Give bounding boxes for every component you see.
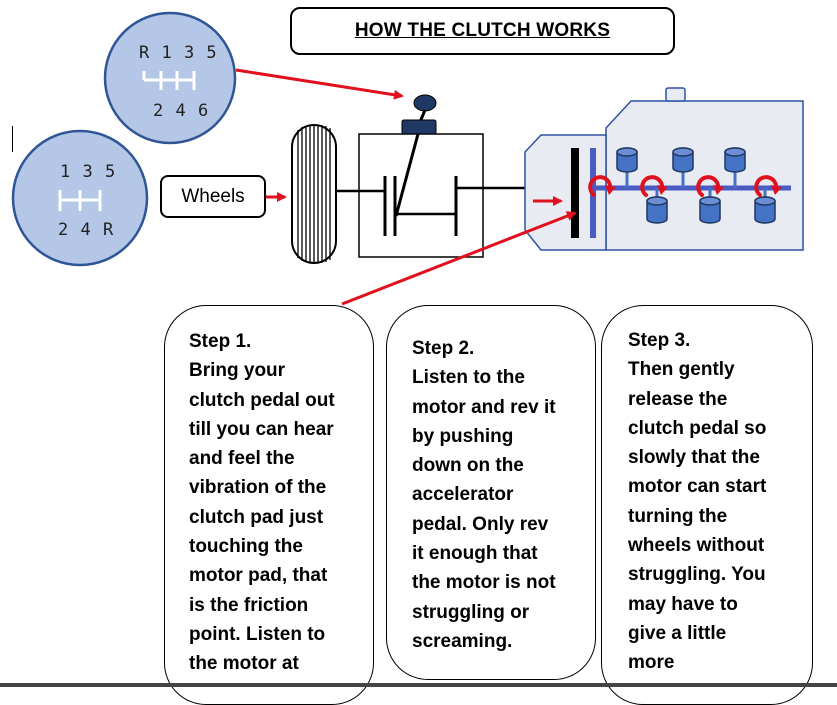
step-2-text: Step 2. Listen to the motor and rev it by p…: [412, 334, 556, 656]
rotation-arrow-icon: [696, 175, 721, 197]
step-3-box: [601, 305, 813, 705]
shift-pattern-icon: [142, 71, 196, 90]
wheels-label-box: Wheels: [160, 175, 266, 218]
arrow-to-gear-stick: [235, 68, 404, 100]
step-line: more: [628, 652, 675, 674]
step-line: motor can start: [628, 476, 767, 498]
step-line: accelerator: [412, 484, 514, 506]
step-line: Bring your: [189, 360, 286, 382]
step-line: clutch pad just: [189, 506, 324, 528]
step-line: Then gently: [628, 359, 735, 381]
shift-pattern-icon: [58, 190, 102, 211]
step-3-text: Step 3. Then gently release the clutch peda…: [628, 326, 766, 678]
step-line: clutch pedal out: [189, 389, 335, 411]
page-title: HOW THE CLUTCH WORKS: [354, 20, 611, 41]
step-line: vibration of the: [189, 477, 327, 499]
gear-bottom-label: 2 4 6: [153, 101, 210, 121]
step-line: motor and rev it: [412, 396, 556, 418]
rotation-arrow-icon: [640, 175, 665, 197]
step-line: till you can hear: [189, 418, 334, 440]
step-line: struggling or: [412, 601, 530, 623]
rotation-arrow-icon: [754, 175, 779, 197]
step-line: the motor at: [189, 653, 299, 675]
rotation-arrows: [588, 175, 779, 197]
wheels-label: Wheels: [181, 185, 245, 207]
step-line: slowly that the: [628, 447, 760, 469]
step-line: may have to: [628, 593, 738, 615]
step-1-text: Step 1. Bring your clutch pedal out till yo…: [189, 327, 335, 679]
engine-block: [524, 87, 804, 251]
bottom-border: [0, 683, 837, 687]
step-line: release the: [628, 388, 728, 410]
step-line: turning the: [628, 505, 728, 527]
step-line: Listen to the: [412, 367, 525, 389]
step-line: is the friction: [189, 594, 309, 616]
step-line: touching the: [189, 536, 303, 558]
step-line: wheels without: [628, 535, 765, 557]
red-arrows: [235, 68, 577, 306]
gearbox: [336, 133, 575, 258]
step-line: down on the: [412, 455, 524, 477]
gear-bottom-label: 2 4 R: [58, 220, 115, 240]
arrow-step1-to-clutch: [341, 211, 577, 306]
step-line: the motor is not: [412, 572, 556, 594]
step-heading: Step 1.: [189, 331, 252, 352]
step-line: it enough that: [412, 543, 538, 565]
gear-stick-icon: [401, 94, 437, 135]
gear-pattern-reverse-last: [11, 129, 149, 267]
step-line: point. Listen to: [189, 623, 326, 645]
clutch-diagram: HOW THE CLUTCH WORKS R 1 3 5 2 4 6 1 3 5…: [0, 7, 837, 705]
step-heading: Step 2.: [412, 338, 475, 359]
diagram-canvas: [11, 11, 804, 306]
step-1-box: [164, 305, 374, 705]
step-2-box: [386, 305, 596, 680]
pistons: [616, 147, 776, 224]
gear-pattern-reverse-first: [103, 11, 237, 145]
wheel-icon: [291, 124, 337, 264]
step-line: struggling. You: [628, 564, 766, 586]
step-line: by pushing: [412, 425, 514, 447]
title-box: HOW THE CLUTCH WORKS: [290, 7, 675, 55]
step-line: clutch pedal so: [628, 417, 767, 439]
rotation-arrow-icon: [588, 175, 613, 197]
step-line: screaming.: [412, 630, 513, 652]
gear-top-label: 1 3 5: [60, 162, 117, 182]
step-line: and feel the: [189, 448, 295, 470]
gear-top-label: R 1 3 5: [139, 43, 218, 63]
step-line: give a little: [628, 622, 727, 644]
text-cursor: [12, 126, 13, 152]
step-line: pedal. Only rev: [412, 513, 549, 535]
step-heading: Step 3.: [628, 330, 691, 351]
step-line: motor pad, that: [189, 565, 328, 587]
